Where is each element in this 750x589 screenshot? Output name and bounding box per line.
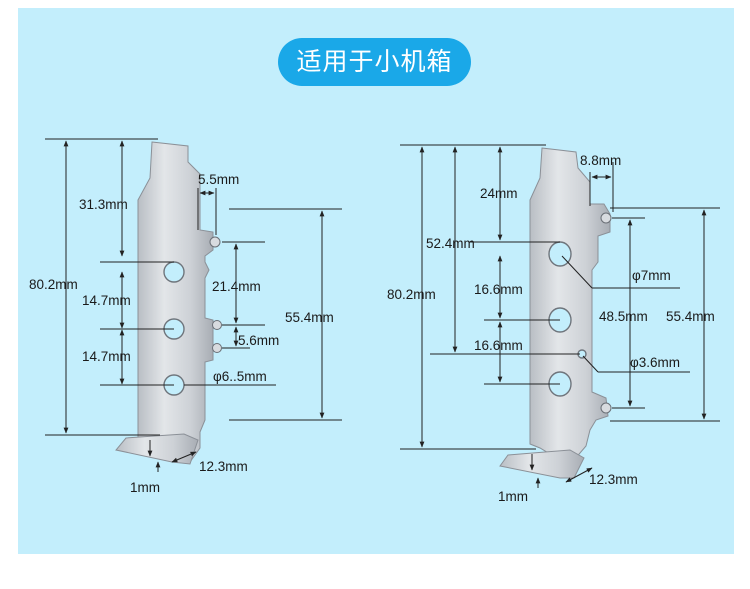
right-screw-span-label: 48.5mm [599,309,648,324]
right-slot-height-label: 55.4mm [666,309,715,324]
diagram-panel [18,8,734,554]
page-title: 适用于小机箱 [296,48,453,76]
left-foot-width-label: 12.3mm [199,459,248,474]
left-hole-pitch-1-label: 14.7mm [82,293,131,308]
right-hole-dia-small-label: φ3.6mm [630,355,680,370]
left-bracket [115,141,222,465]
right-dimension-labels: 8.8mm 24mm 52.4mm 80.2mm 16.6mm 16.6mm φ… [387,153,715,504]
right-bracket [499,147,612,479]
left-tab-width-label: 5.5mm [198,172,239,187]
left-screw-span-label: 21.4mm [212,279,261,294]
left-hole-pitch-2-label: 14.7mm [82,349,131,364]
right-tab-width-label: 8.8mm [580,153,621,168]
left-slot-height-label: 55.4mm [285,310,334,325]
left-bracket-foot [115,433,199,465]
right-thickness-label: 1mm [498,489,528,504]
right-hole-pitch-2-label: 16.6mm [474,338,523,353]
left-screw-2 [212,320,222,330]
right-upper-height-label: 52.4mm [426,236,475,251]
left-dimension-labels: 80.2mm 31.3mm 5.5mm 14.7mm 14.7mm 21.4mm… [29,172,334,495]
right-screw-2 [600,402,612,414]
left-hole-1 [163,261,185,283]
right-dimension-lines [400,144,720,488]
right-total-height-label: 80.2mm [387,287,436,302]
right-screw-1 [600,212,612,224]
left-total-height-label: 80.2mm [29,277,78,292]
title-pill: 适用于小机箱 [278,38,471,86]
right-hole-dia-large-label: φ7mm [632,268,671,283]
left-screw-gap-label: 5.6mm [238,333,279,348]
right-hole-pitch-1-label: 16.6mm [474,282,523,297]
left-dimension-lines [45,138,342,472]
left-screw-3 [212,343,222,353]
right-bracket-plate [529,147,611,461]
right-top-offset-label: 24mm [480,186,518,201]
left-hole-dia-label: φ6..5mm [213,369,267,384]
left-screw-1 [209,236,221,248]
left-top-offset-label: 31.3mm [79,197,128,212]
left-bracket-plate [137,141,214,463]
left-thickness-label: 1mm [130,480,160,495]
right-bracket-foot [499,449,585,479]
right-foot-width-label: 12.3mm [589,472,638,487]
